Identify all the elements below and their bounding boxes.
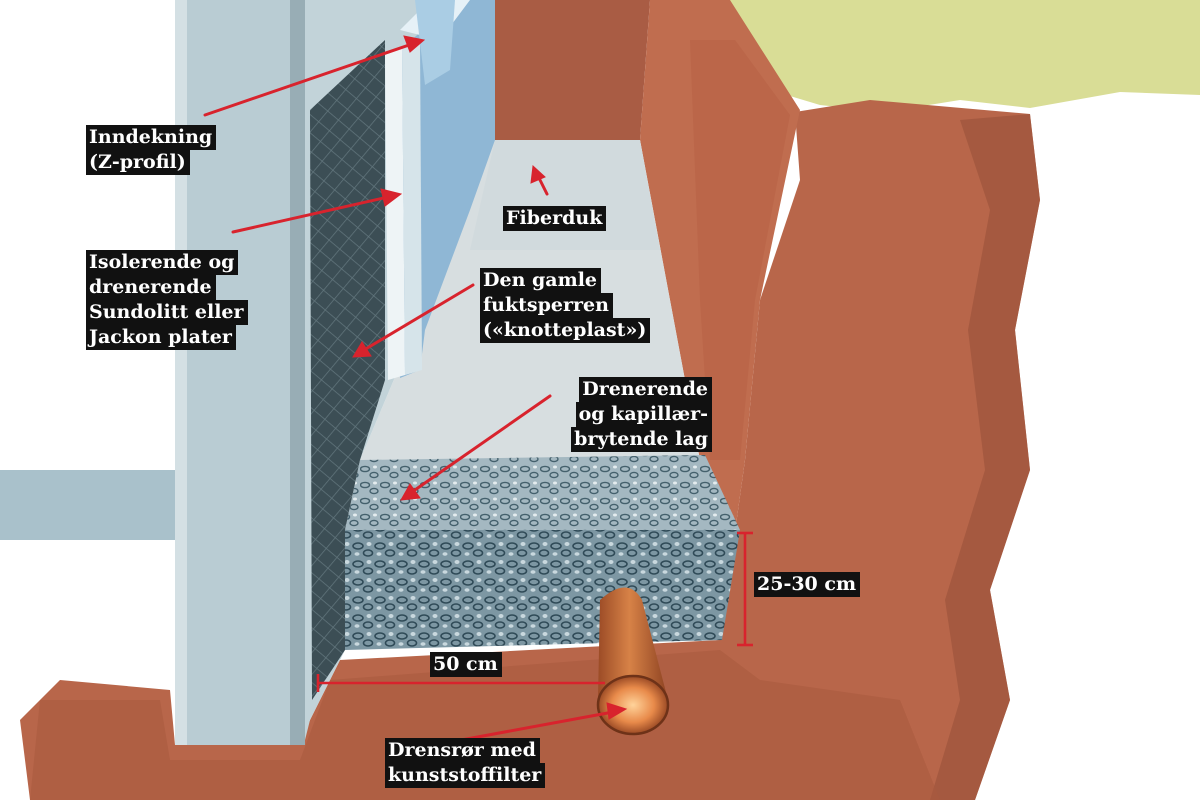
arrow-old-barrier: [352, 283, 475, 358]
soil-mass: [20, 100, 1040, 800]
trench-back-wall: [495, 0, 650, 140]
foundation-wall: [175, 0, 305, 745]
width-dimension: [316, 674, 605, 692]
label-insulation: Isolerende og drenerende Sundolitt eller…: [86, 250, 248, 350]
label-fiber-cloth: Fiberduk: [503, 206, 607, 231]
drain-pipe-opening: [596, 674, 670, 736]
grass-area: [715, 0, 1200, 112]
label-width: 50 cm: [430, 652, 502, 677]
floor-slab: [0, 470, 180, 540]
label-z-profile: Inndekning (Z-profil): [86, 125, 217, 175]
arrow-insulation-panel: [231, 188, 403, 234]
depth-dimension: [737, 531, 753, 647]
insulation-board: [310, 40, 385, 700]
arrow-z-profile: [203, 35, 426, 117]
arrow-drain-layer: [400, 394, 552, 501]
arrow-drain-pipe: [443, 702, 628, 745]
gravel-layer: [345, 530, 740, 650]
arrow-fiber-cloth: [530, 164, 549, 196]
label-old-barrier: Den gamle fuktsperren («knotteplast»): [480, 268, 651, 343]
gravel-layer-top: [345, 455, 740, 530]
label-drain-layer: Drenerende og kapillær- brytende lag: [520, 377, 712, 452]
label-depth: 25-30 cm: [754, 572, 861, 597]
z-profile-strip: [385, 48, 405, 380]
label-drain-pipe: Drensrør med kunststoffilter: [385, 738, 546, 788]
